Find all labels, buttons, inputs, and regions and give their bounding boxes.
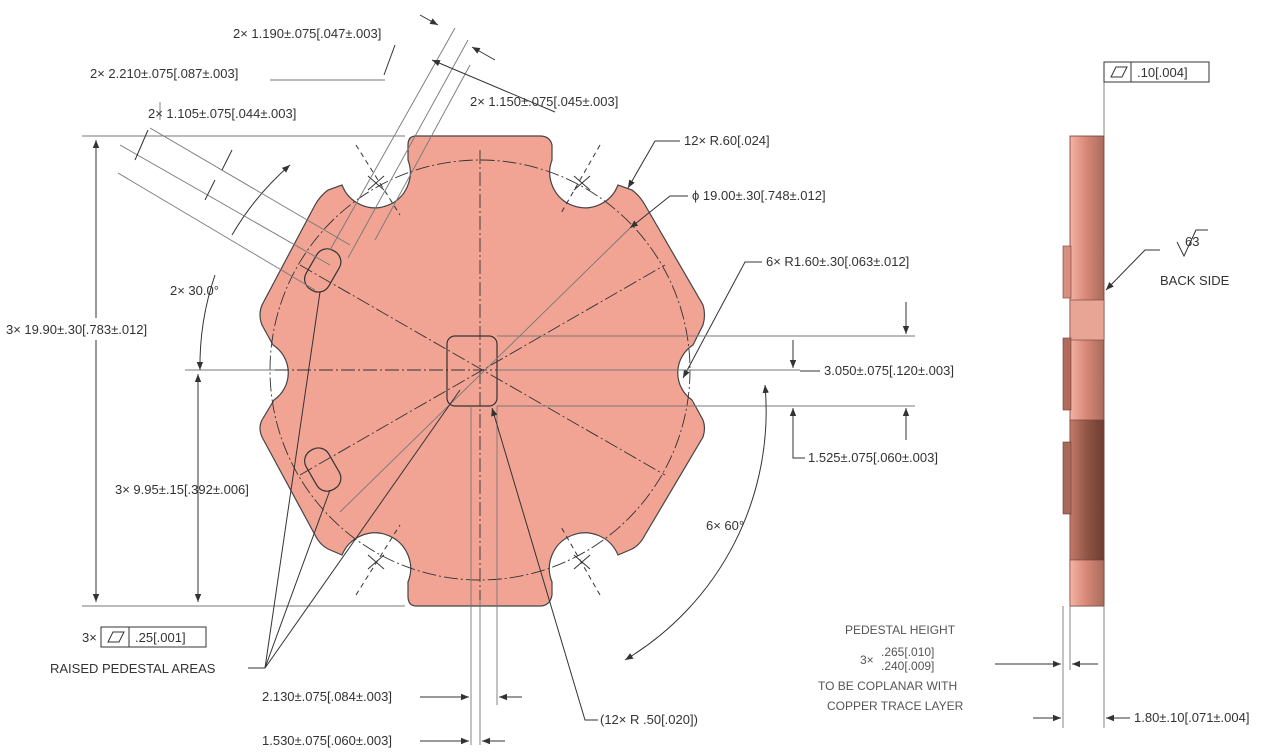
flatness-frame-pedestal: 3× .25[.001]	[82, 626, 207, 648]
pedestal-lower	[304, 447, 342, 492]
dim-pad-width: 2.130±.075[.084±.003]	[262, 689, 392, 704]
svg-text:.265[.010]: .265[.010]	[881, 645, 934, 659]
side-pedestal-1	[1062, 245, 1072, 299]
pedestal-note: PEDESTAL HEIGHT 3× .265[.010] .240[.009]…	[818, 623, 964, 713]
dim-height-half: 3× 9.95±.15[.392±.006]	[115, 482, 249, 497]
svg-text:.240[.009]: .240[.009]	[881, 659, 934, 673]
dim-pad-half: 1.525±.075[.060±.003]	[808, 450, 938, 465]
svg-text:3×: 3×	[82, 630, 97, 645]
side-view	[995, 78, 1208, 728]
svg-text:PEDESTAL HEIGHT: PEDESTAL HEIGHT	[845, 623, 956, 637]
flatness-frame-side: .10[.004]	[1103, 61, 1210, 83]
front-view	[259, 135, 706, 607]
pedestal-upper	[304, 248, 342, 293]
flatness-icon	[1110, 66, 1128, 78]
svg-text:COPPER TRACE LAYER: COPPER TRACE LAYER	[827, 699, 964, 713]
dim-corner-radius: 12× R.60[.024]	[684, 133, 770, 148]
dim-pad-corner: (12× R .50[.020])	[600, 712, 698, 727]
side-pedestal-3	[1062, 441, 1072, 515]
side-pedestal-2	[1062, 337, 1072, 411]
svg-text:.25[.001]: .25[.001]	[135, 630, 186, 645]
raised-pedestal-label: RAISED PEDESTAL AREAS	[50, 661, 216, 676]
surface-finish-value: 63	[1185, 234, 1199, 249]
dim-angle-60: 6× 60°	[706, 518, 744, 533]
notch-crosses	[367, 175, 591, 570]
dim-height-total: 3× 19.90±.30[.783±.012]	[6, 322, 147, 337]
dim-pad-height: 3.050±.075[.120±.003]	[824, 363, 954, 378]
dim-pad-offset: 1.530±.075[.060±.003]	[262, 733, 392, 748]
surface-finish-label: BACK SIDE	[1160, 273, 1230, 288]
annotations: 2× 1.190±.075[.047±.003] 2× 2.210±.075[.…	[2, 26, 1249, 748]
dim-diameter: ϕ 19.00±.30[.748±.012]	[692, 188, 826, 203]
svg-text:3×: 3×	[860, 653, 874, 667]
dim-angle-30: 2× 30.0°	[170, 283, 219, 298]
surface-finish-symbol	[1176, 229, 1208, 258]
svg-text:TO BE COPLANAR WITH: TO BE COPLANAR WITH	[818, 679, 957, 693]
dim-slot-2210: 2× 2.210±.075[.087±.003]	[90, 66, 238, 81]
dim-thickness: 1.80±.10[.071±.004]	[1134, 710, 1249, 725]
dim-slot-1190: 2× 1.190±.075[.047±.003]	[233, 26, 381, 41]
dim-slot-1105: 2× 1.105±.075[.044±.003]	[148, 106, 296, 121]
dim-slot-1150: 2× 1.150±.075[.045±.003]	[470, 94, 618, 109]
flatness-icon	[107, 631, 125, 643]
dim-notch-radius: 6× R1.60±.30[.063±.012]	[766, 254, 909, 269]
svg-text:.10[.004]: .10[.004]	[1137, 65, 1188, 80]
center-pedestal	[446, 335, 498, 407]
dimension-lines	[82, 14, 915, 745]
